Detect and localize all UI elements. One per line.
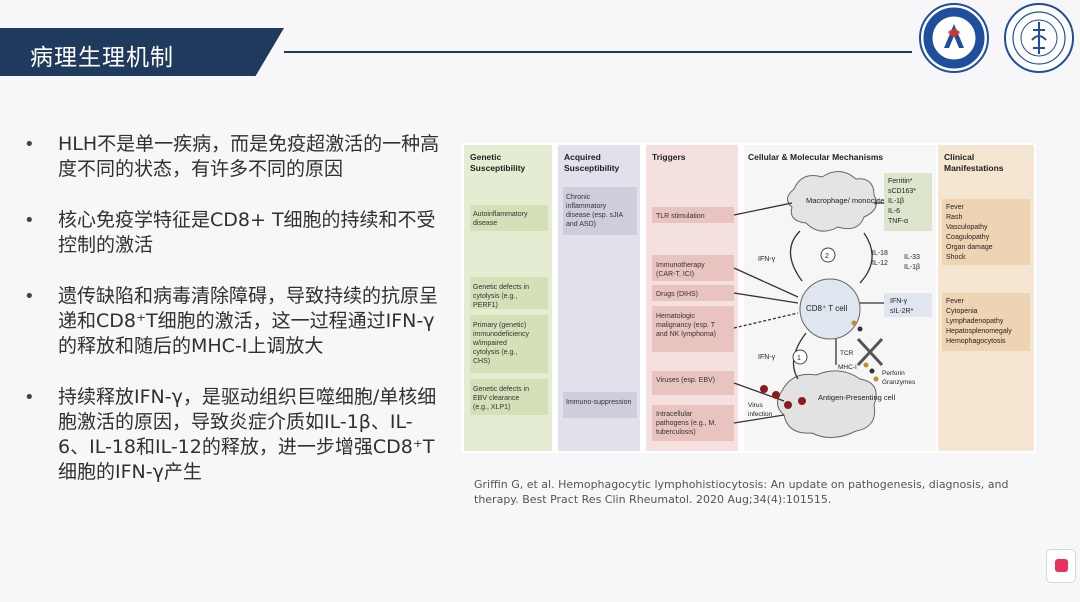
il18-label: IL-18: [872, 250, 888, 257]
virus-particles: [760, 385, 806, 409]
cd8-label: CD8⁺ T cell: [806, 304, 847, 313]
pathogenesis-figure: Genetic Susceptibility Acquired Suscepti…: [462, 143, 1036, 453]
macrophage-cell: [787, 171, 877, 232]
title-band: [0, 28, 284, 76]
step-2-marker: 2: [825, 253, 829, 260]
trigger-box-5: Viruses (esp. EBV): [656, 377, 715, 384]
trigger-box-2: Immunotherapy(CAR-T, ICI): [656, 262, 705, 278]
col-title-mechanisms: Cellular & Molecular Mechanisms: [748, 152, 883, 162]
col-title-acquired: Acquired Susceptibility: [564, 152, 620, 173]
mhc-label: MHC-I: [838, 364, 857, 371]
bullet-list: HLH不是单一疾病，而是免疫超激活的一种高度不同的状态，有许多不同的原因 核心免…: [22, 132, 442, 511]
il1b-label: IL-1β: [904, 264, 920, 271]
page-title: 病理生理机制: [30, 45, 174, 71]
trigger-box-1: TLR stimulation: [656, 213, 705, 220]
il33-label: IL-33: [904, 254, 920, 261]
trigger-box-3: Drugs (DIHS): [656, 291, 698, 298]
col-title-triggers: Triggers: [652, 152, 686, 162]
title-divider: [284, 51, 912, 53]
granules: [851, 320, 879, 382]
granzymes-label: Granzymes: [882, 379, 916, 386]
ifn-gamma-bottom-label: IFN-γ: [758, 354, 776, 361]
block-cross-icon: [856, 337, 884, 367]
clinical-box-1: Fever Rash Vasculopathy Coagulopathy Org…: [946, 204, 995, 261]
tcr-label: TCR: [840, 350, 854, 357]
bullet-item: 遗传缺陷和病毒清除障碍，导致持续的抗原呈递和CD8⁺T细胞的激活，这一过程通过I…: [22, 284, 442, 359]
figure-citation: Griffin G, et al. Hemophagocytic lymphoh…: [474, 478, 1009, 506]
col-title-genetic: Genetic Susceptibility: [470, 152, 526, 173]
acquired-box-2: Immuno-suppression: [566, 399, 631, 406]
apc-cell: [777, 370, 877, 438]
clinical-box-2: Fever Cytopenia Lymphadenopathy Hepatosp…: [946, 298, 1014, 345]
bullet-item: HLH不是单一疾病，而是免疫超激活的一种高度不同的状态，有许多不同的原因: [22, 132, 442, 182]
il12-label: IL-12: [872, 260, 888, 267]
col-title-clinical: Clinical Manifestations: [944, 152, 1004, 173]
hospital-logo-icon: [918, 2, 990, 74]
macrophage-label: Macrophage/ monocyte: [806, 196, 884, 205]
perforin-label: Perforin: [882, 370, 905, 377]
tcell-products: IFN-γ sIL-2R*: [890, 298, 914, 315]
university-logo-icon: [1003, 2, 1075, 74]
cd8-t-cell: [799, 278, 861, 340]
camera-app-icon[interactable]: [1046, 549, 1076, 583]
bullet-item: 核心免疫学特征是CD8+ T细胞的持续和不受控制的激活: [22, 208, 442, 258]
apc-label: Antigen-Presenting cell: [818, 393, 895, 402]
step-1-marker: 1: [797, 355, 801, 362]
ifn-gamma-top-label: IFN-γ: [758, 256, 776, 263]
macrophage-products: Ferritin* sCD163* IL-1β IL-6 TNF-α: [888, 178, 918, 225]
bullet-item: 持续释放IFN-γ，是驱动组织巨噬细胞/单核细胞激活的原因，导致炎症介质如IL-…: [22, 385, 442, 485]
